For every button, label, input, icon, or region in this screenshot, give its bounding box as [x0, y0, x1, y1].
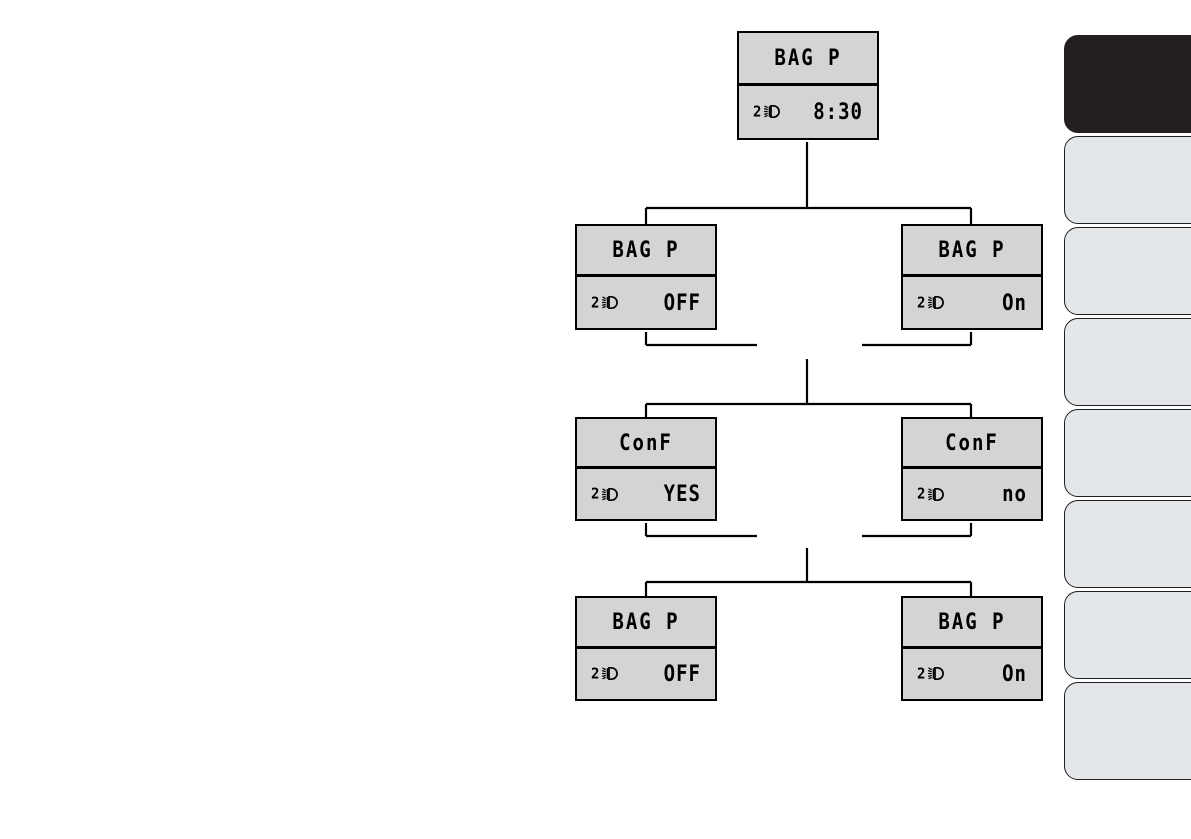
headlight-lamp-icon: [928, 295, 945, 310]
status-indicator: 2: [917, 293, 945, 312]
lcd-body: 2 On: [903, 649, 1041, 700]
lcd-value: OFF: [663, 661, 701, 687]
lcd-title: ConF: [619, 429, 673, 456]
tab-section-3[interactable]: [1064, 227, 1191, 315]
headlight-lamp-icon: [602, 667, 619, 681]
lcd-value: On: [1002, 661, 1027, 687]
tab-section-4[interactable]: [1064, 318, 1191, 406]
headlight-lamp-icon: [928, 487, 945, 501]
lcd-value: no: [1002, 481, 1027, 507]
lcd-title: ConF: [945, 429, 999, 456]
tab-section-2[interactable]: [1064, 136, 1191, 224]
lcd-title: BAG P: [938, 609, 1006, 635]
indicator-number: 2: [591, 293, 600, 312]
lcd-body: 2 no: [903, 469, 1041, 519]
lcd-title: BAG P: [612, 609, 680, 635]
lcd-title: BAG P: [774, 45, 842, 71]
menu-flow-diagram: BAG P 2 8:30 BAG P 2: [575, 31, 1043, 701]
lcd-node-conf-no[interactable]: ConF 2 no: [901, 417, 1043, 521]
lcd-body: 2 8:30: [739, 86, 877, 139]
indicator-number: 2: [753, 102, 762, 121]
lcd-header: BAG P: [903, 226, 1041, 277]
status-indicator: 2: [917, 664, 945, 683]
lcd-body: 2 YES: [577, 469, 715, 519]
lcd-header: ConF: [577, 419, 715, 469]
status-indicator: 2: [591, 485, 619, 503]
lcd-node-bagp-off-2[interactable]: BAG P 2 OFF: [575, 596, 717, 701]
indicator-number: 2: [917, 485, 926, 503]
lcd-header: BAG P: [739, 33, 877, 86]
lcd-value: 8:30: [813, 99, 863, 125]
status-indicator: 2: [917, 485, 945, 503]
lcd-value: OFF: [663, 289, 701, 316]
lcd-node-bagp-time[interactable]: BAG P 2 8:30: [737, 31, 879, 140]
headlight-lamp-icon: [928, 667, 945, 681]
headlight-lamp-icon: [602, 295, 619, 310]
status-indicator: 2: [591, 293, 619, 312]
status-indicator: 2: [591, 664, 619, 683]
lcd-node-bagp-on-2[interactable]: BAG P 2 On: [901, 596, 1043, 701]
headlight-lamp-icon: [764, 105, 781, 119]
status-indicator: 2: [753, 102, 781, 121]
lcd-value: On: [1002, 289, 1027, 316]
section-tab-rail: [1056, 0, 1191, 839]
tab-section-1[interactable]: [1064, 35, 1191, 133]
lcd-header: BAG P: [903, 598, 1041, 649]
lcd-body: 2 OFF: [577, 649, 715, 700]
lcd-node-bagp-on-1[interactable]: BAG P 2 On: [901, 224, 1043, 330]
tab-section-6[interactable]: [1064, 500, 1191, 588]
lcd-title: BAG P: [612, 237, 680, 263]
lcd-node-conf-yes[interactable]: ConF 2 YES: [575, 417, 717, 521]
indicator-number: 2: [591, 664, 600, 683]
lcd-body: 2 OFF: [577, 277, 715, 328]
headlight-lamp-icon: [602, 487, 619, 501]
tab-section-7[interactable]: [1064, 591, 1191, 679]
indicator-number: 2: [591, 485, 600, 503]
lcd-node-bagp-off-1[interactable]: BAG P 2 OFF: [575, 224, 717, 330]
lcd-value: YES: [663, 481, 701, 507]
lcd-header: BAG P: [577, 226, 715, 277]
tab-section-5[interactable]: [1064, 409, 1191, 497]
lcd-header: ConF: [903, 419, 1041, 469]
lcd-header: BAG P: [577, 598, 715, 649]
indicator-number: 2: [917, 293, 926, 312]
indicator-number: 2: [917, 664, 926, 683]
tab-section-8[interactable]: [1064, 682, 1191, 780]
lcd-title: BAG P: [938, 237, 1006, 263]
lcd-body: 2 On: [903, 277, 1041, 328]
